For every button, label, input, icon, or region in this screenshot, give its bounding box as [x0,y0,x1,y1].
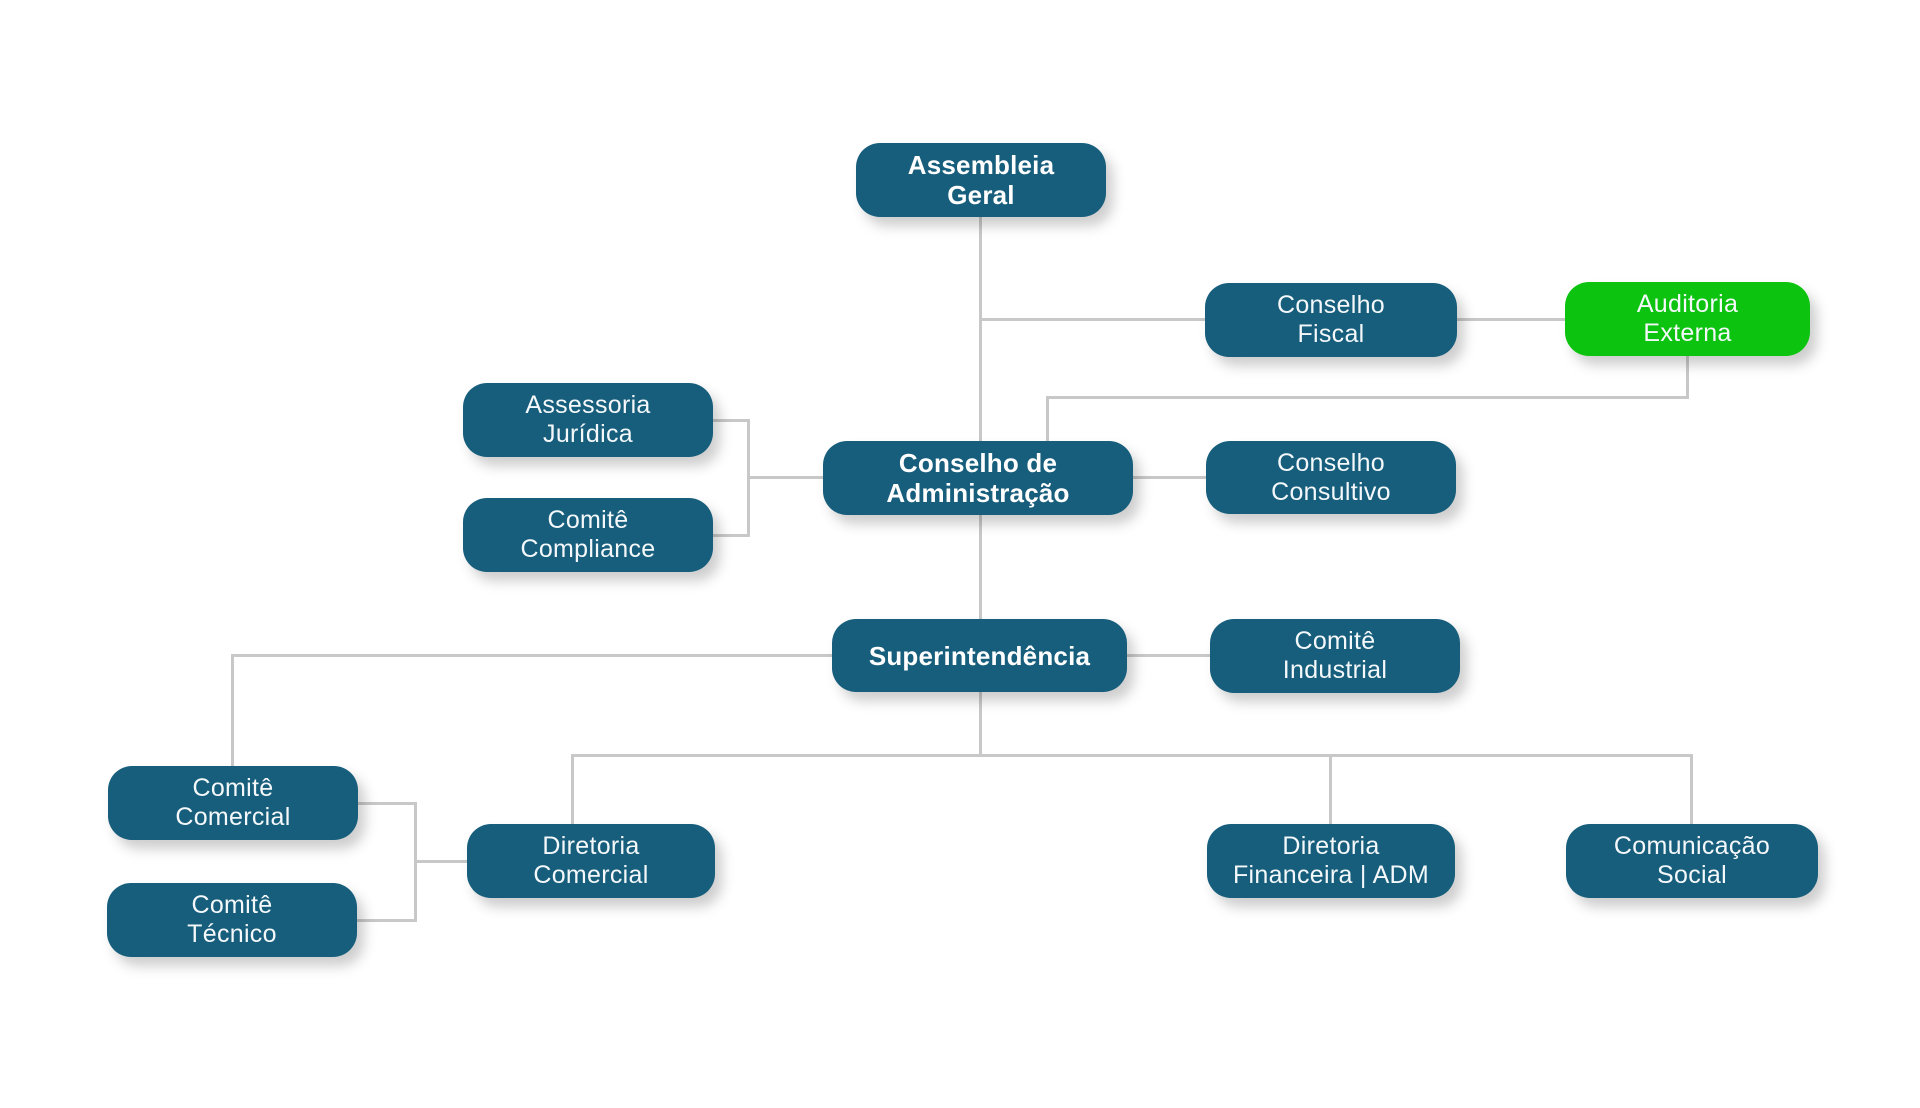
node-label: Assessoria [525,391,651,419]
node-label: Conselho de [898,448,1058,478]
node-label: Comitê [547,506,629,534]
node-label: Comercial [533,861,649,889]
connector-auditoria-drop [1686,356,1689,399]
connector-assessoria-stub [713,419,750,422]
node-diretoria-comercial: Diretoria Comercial [467,824,715,898]
node-label: Técnico [187,920,277,948]
connector-drop-diretoria-financeira [1329,754,1332,824]
node-comite-compliance: Comitê Compliance [463,498,713,572]
connector-bracket-to-diretoria-comercial [414,860,467,863]
connector-comercial-stub [358,802,417,805]
node-conselho-administracao: Conselho de Administração [823,441,1133,515]
node-label: Comunicação [1613,832,1771,860]
connector-drop-comunicacao-social [1690,754,1693,824]
node-label: Externa [1643,319,1732,347]
node-assembleia-geral: Assembleia Geral [856,143,1106,217]
node-label: Assembleia [907,150,1055,180]
node-label: Conselho [1276,448,1386,477]
node-label: Social [1657,861,1727,889]
connector-compliance-stub [713,534,750,537]
node-superintendencia: Superintendência [832,619,1127,692]
connector-administracao-to-consultivo [1133,476,1206,479]
node-label: Diretoria [542,832,640,860]
node-label: Fiscal [1297,320,1365,348]
connector-tecnico-stub [357,919,417,922]
node-label: Consultivo [1271,477,1391,506]
connector-auditoria-elbow-horizontal [1046,396,1689,399]
node-comite-comercial: Comitê Comercial [108,766,358,840]
node-label: Industrial [1282,656,1388,684]
node-comite-industrial: Comitê Industrial [1210,619,1460,693]
node-label: Comitê [191,891,273,919]
connector-distribution-run [571,754,1693,757]
node-label: Diretoria [1282,832,1380,860]
node-conselho-fiscal: Conselho Fiscal [1205,283,1457,357]
node-comite-tecnico: Comitê Técnico [107,883,357,957]
node-label: Comitê [1294,627,1376,655]
node-assessoria-juridica: Assessoria Jurídica [463,383,713,457]
node-label: Conselho [1276,291,1386,319]
node-label: Financeira | ADM [1232,861,1430,889]
node-auditoria-externa: Auditoria Externa [1565,282,1810,356]
connector-superintendencia-riser [979,692,982,757]
connector-branch-to-conselho-fiscal [979,318,1205,321]
node-label: Comercial [175,803,291,831]
node-comunicacao-social: Comunicação Social [1566,824,1818,898]
connector-superintendencia-to-industrial [1127,654,1210,657]
connector-fiscal-to-auditoria [1457,318,1565,321]
connector-auditoria-elbow-drop [1046,396,1049,441]
node-label: Administração [886,478,1070,508]
connector-administracao-to-superintendencia [979,515,982,619]
node-diretoria-financeira-adm: Diretoria Financeira | ADM [1207,824,1455,898]
connector-superintendencia-left-run [231,654,832,657]
node-label: Auditoria [1636,290,1739,318]
node-label: Geral [947,180,1015,210]
node-conselho-consultivo: Conselho Consultivo [1206,441,1456,514]
connector-assembleia-to-administracao [979,217,982,443]
node-label: Compliance [520,535,656,563]
connector-bracket-to-administracao [747,476,823,479]
connector-drop-diretoria-comercial [571,754,574,824]
node-label: Superintendência [868,640,1091,671]
connector-drop-comite-comercial [231,654,234,766]
node-label: Comitê [192,774,274,802]
node-label: Jurídica [543,420,633,448]
